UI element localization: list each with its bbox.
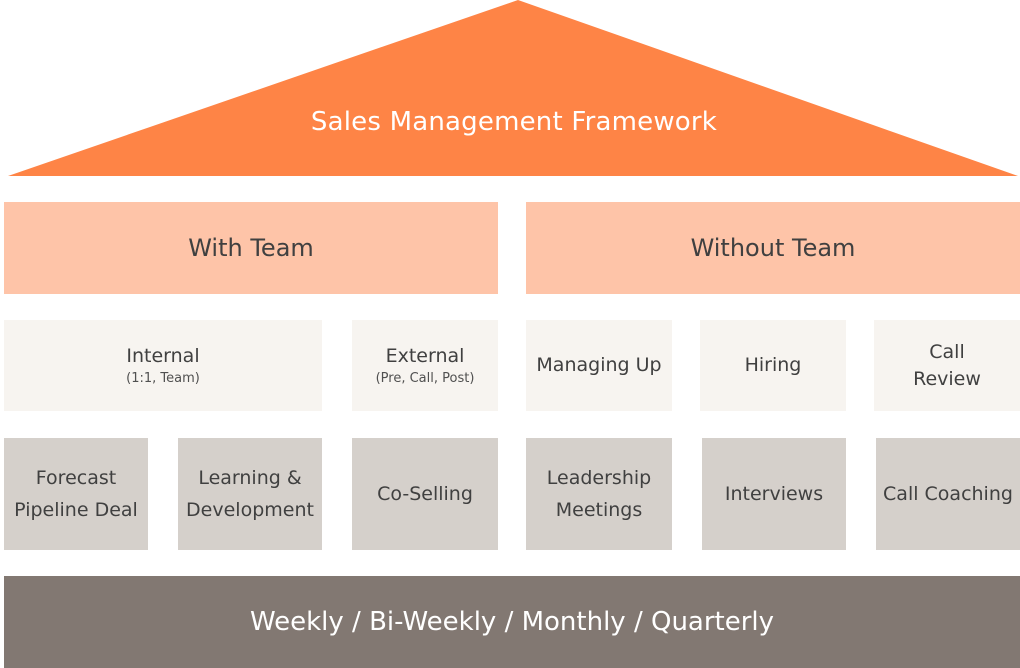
meeting-external-detail: (Pre, Call, Post) xyxy=(375,371,475,386)
activity-learning-line1: Learning & xyxy=(198,467,302,489)
cadence-foundation: Weekly / Bi-Weekly / Monthly / Quarterly xyxy=(4,576,1020,668)
activity-interviews-title: Interviews xyxy=(724,483,824,505)
meeting-internal-detail: (1:1, Team) xyxy=(126,371,200,386)
activity-leadership-line1: Leadership xyxy=(546,467,652,489)
meeting-internal-title: Internal xyxy=(126,345,200,367)
activity-call-coaching-title: Call Coaching xyxy=(883,483,1013,505)
meeting-external: External (Pre, Call, Post) xyxy=(352,320,498,411)
meeting-managing-up-title: Managing Up xyxy=(536,354,662,376)
activity-leadership-line2: Meetings xyxy=(555,499,643,521)
meeting-call-review-line1: Call xyxy=(929,340,965,363)
activity-forecast-line2: Pipeline Deal xyxy=(14,499,138,521)
activity-learning: Learning & Development xyxy=(178,438,322,550)
activity-co-selling-title: Co-Selling xyxy=(377,483,473,505)
activity-co-selling: Co-Selling xyxy=(352,438,498,550)
roof-triangle xyxy=(8,0,1018,176)
category-with-team-label: With Team xyxy=(188,234,314,262)
activity-forecast-line1: Forecast xyxy=(35,467,117,489)
activity-forecast: Forecast Pipeline Deal xyxy=(4,438,148,550)
activity-interviews: Interviews xyxy=(702,438,846,550)
meeting-internal: Internal (1:1, Team) xyxy=(4,320,322,411)
meeting-external-title: External xyxy=(385,345,465,367)
framework-title: Sales Management Framework xyxy=(310,107,718,137)
activity-call-coaching: Call Coaching xyxy=(876,438,1020,550)
category-without-team-label: Without Team xyxy=(690,234,856,262)
meeting-managing-up: Managing Up xyxy=(526,320,672,411)
meeting-hiring-title: Hiring xyxy=(744,354,802,376)
category-with-team: With Team xyxy=(4,202,498,294)
meeting-hiring: Hiring xyxy=(700,320,846,411)
meeting-call-review-line2: Review xyxy=(913,367,981,390)
cadence-label: Weekly / Bi-Weekly / Monthly / Quarterly xyxy=(249,607,775,637)
activity-learning-line2: Development xyxy=(186,499,314,521)
meeting-call-review: Call Review xyxy=(874,320,1020,411)
category-without-team: Without Team xyxy=(526,202,1020,294)
activity-leadership: Leadership Meetings xyxy=(526,438,672,550)
